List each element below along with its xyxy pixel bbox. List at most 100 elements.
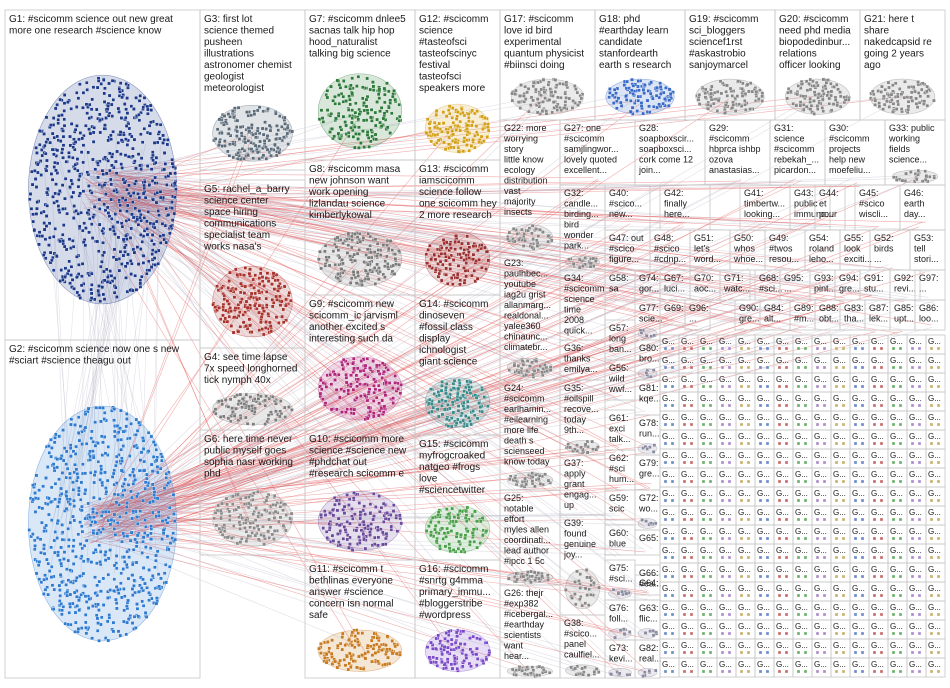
node [80, 555, 83, 558]
node [167, 481, 170, 484]
group-label: G66:#ea... [639, 568, 662, 589]
node [368, 145, 371, 148]
node [479, 542, 482, 545]
node [445, 273, 448, 276]
node [399, 392, 402, 395]
node [30, 170, 33, 173]
node [88, 217, 91, 220]
node [142, 439, 145, 442]
node [383, 87, 386, 90]
node [325, 530, 328, 533]
node [163, 572, 166, 575]
node [515, 673, 518, 676]
node [75, 595, 78, 598]
node [152, 222, 155, 225]
node [369, 527, 372, 530]
node [84, 124, 87, 127]
node [387, 518, 390, 521]
node [28, 528, 31, 531]
node [443, 252, 446, 255]
node [792, 102, 795, 105]
node [570, 596, 573, 599]
node [236, 273, 239, 276]
node [289, 517, 292, 520]
node [92, 456, 95, 459]
node [163, 487, 166, 490]
node [437, 139, 440, 142]
node [652, 105, 655, 108]
node [56, 536, 59, 539]
node [135, 418, 138, 421]
node [637, 95, 640, 98]
node [549, 369, 552, 372]
node [578, 258, 581, 261]
node [452, 411, 455, 414]
node [273, 529, 276, 532]
node [551, 111, 554, 114]
node [704, 96, 707, 99]
node [517, 371, 520, 374]
node [479, 520, 482, 523]
node [72, 539, 75, 542]
node [144, 196, 147, 199]
node [58, 189, 61, 192]
node [367, 524, 370, 527]
node [466, 530, 469, 533]
node [67, 579, 70, 582]
node [97, 460, 100, 463]
node [265, 276, 268, 279]
node [903, 96, 906, 99]
node [506, 237, 509, 240]
node [131, 155, 134, 158]
node [370, 522, 373, 525]
node [50, 519, 53, 522]
node [531, 224, 534, 227]
node [50, 446, 53, 449]
node [247, 495, 250, 498]
node [173, 196, 176, 199]
node [81, 137, 84, 140]
group-label: G23:paulhbec...youtubeiag2u gristallanma… [504, 258, 551, 352]
node [35, 185, 38, 188]
node [77, 97, 80, 100]
node [120, 262, 123, 265]
node [79, 131, 82, 134]
node [78, 575, 81, 578]
node [352, 388, 355, 391]
node [36, 171, 39, 174]
node [453, 379, 456, 382]
node [891, 110, 894, 113]
node [95, 511, 98, 514]
node [110, 217, 113, 220]
node [118, 515, 121, 518]
node [267, 414, 270, 417]
node [104, 510, 107, 513]
node [99, 550, 102, 553]
node [486, 405, 489, 408]
node [167, 471, 170, 474]
node [111, 225, 114, 228]
node [82, 289, 85, 292]
node [74, 555, 77, 558]
node [445, 418, 448, 421]
node [347, 131, 350, 134]
node [377, 536, 380, 539]
node [592, 264, 595, 267]
node [96, 162, 99, 165]
node [43, 574, 46, 577]
node [354, 102, 357, 105]
node [94, 521, 97, 524]
node [324, 264, 327, 267]
node [82, 241, 85, 244]
node [926, 104, 929, 107]
node [597, 671, 600, 674]
node [521, 360, 524, 363]
node [366, 133, 369, 136]
node [369, 512, 372, 515]
node [43, 144, 46, 147]
node [485, 658, 488, 661]
node [374, 124, 377, 127]
node [92, 516, 95, 519]
node [265, 127, 268, 130]
node [375, 396, 378, 399]
